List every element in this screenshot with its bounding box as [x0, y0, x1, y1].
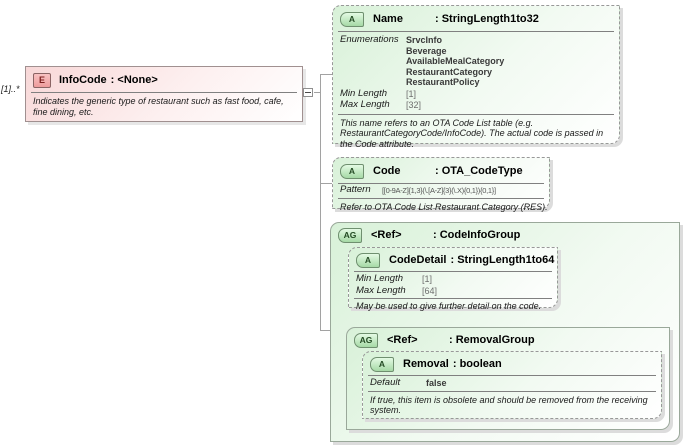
- element-box-infocode[interactable]: E InfoCode : <None> Indicates the generi…: [25, 66, 303, 122]
- attribute-group-icon: AG: [354, 332, 378, 348]
- facet-value: [1]: [406, 88, 417, 99]
- facet-row-min-length: Min Length [1]: [333, 88, 619, 100]
- divider: [338, 113, 614, 115]
- facet-label: Min Length: [356, 273, 404, 284]
- attrgroup-label: <Ref>: [387, 334, 418, 346]
- connector-line: [320, 330, 337, 331]
- facet-value: [64]: [422, 285, 438, 296]
- annotation-note: If true, this item is obsolete and shoul…: [370, 394, 648, 416]
- facet-row-enumerations: Enumerations SrvcInfo Beverage Available…: [333, 32, 619, 88]
- divider: [354, 298, 552, 299]
- attribute-box-name[interactable]: A Name : StringLength1to32 Enumerations …: [332, 5, 620, 149]
- attribute-type: : boolean: [452, 358, 502, 370]
- attrgroup-type: : RemovalGroup: [449, 334, 535, 346]
- divider: [338, 31, 614, 32]
- attribute-icon: A: [340, 11, 364, 27]
- enumeration-value: AvailableMealCategory: [406, 56, 505, 66]
- enumeration-values: SrvcInfo Beverage AvailableMealCategory …: [406, 35, 504, 88]
- attribute-icon: A: [370, 356, 394, 372]
- facet-row-max-length: Max Length [64]: [349, 285, 557, 297]
- facet-label: Min Length: [340, 87, 388, 99]
- attribute-header: A Code : OTA_CodeType: [333, 158, 549, 183]
- facet-row-default: Default false: [363, 376, 661, 389]
- attribute-label: Name: [373, 13, 403, 25]
- facet-value: [32]: [406, 100, 422, 110]
- facet-value: [1]: [422, 274, 433, 284]
- attribute-label: Code: [373, 165, 401, 177]
- annotation-note: Refer to OTA Code List Restaurant Catego…: [340, 201, 548, 212]
- facet-value: [[0-9A-Z]{1,3}(\.[A-Z]{3}(\.X){0,1}){0,1…: [382, 186, 496, 195]
- attribute-group-icon: AG: [338, 227, 362, 243]
- element-header: E InfoCode : <None>: [26, 67, 302, 92]
- connector-line: [314, 92, 320, 93]
- cardinality-label: [1]..*: [1, 84, 20, 94]
- facet-row-max-length: Max Length [32]: [333, 99, 619, 111]
- facet-value: false: [426, 378, 447, 388]
- collapse-minus-icon[interactable]: [303, 88, 313, 97]
- enumeration-value: SrvcInfo: [406, 35, 443, 45]
- attrgroup-type: : CodeInfoGroup: [433, 229, 521, 241]
- facet-label: Default: [370, 377, 401, 388]
- element-name: InfoCode: [59, 74, 107, 86]
- divider: [338, 183, 544, 184]
- attrgroup-label: <Ref>: [371, 229, 402, 241]
- element-annotation: Indicates the generic type of restaurant…: [33, 96, 284, 117]
- enumeration-value: RestaurantCategory: [406, 66, 493, 77]
- attribute-type: : OTA_CodeType: [435, 165, 523, 177]
- facet-label: Max Length: [356, 284, 406, 296]
- connector-line: [320, 74, 332, 75]
- annotation-note: May be used to give further detail on th…: [356, 301, 542, 311]
- facet-label: Max Length: [340, 99, 390, 110]
- facet-row-pattern: Pattern [[0-9A-Z]{1,3}(\.[A-Z]{3}(\.X){0…: [333, 184, 549, 197]
- facet-row-min-length: Min Length [1]: [349, 272, 557, 285]
- enumeration-value: Beverage: [406, 45, 447, 56]
- attribute-header: A Removal : boolean: [363, 352, 661, 375]
- divider: [368, 375, 656, 376]
- attribute-type: : StringLength1to64: [450, 254, 555, 266]
- attribute-header: A CodeDetail : StringLength1to64: [349, 248, 557, 271]
- attribute-icon: A: [356, 252, 380, 268]
- attribute-box-code[interactable]: A Code : OTA_CodeType Pattern [[0-9A-Z]{…: [332, 157, 550, 212]
- divider: [338, 197, 544, 199]
- attrgroup-header: AG <Ref> : CodeInfoGroup: [331, 223, 679, 246]
- attrgroup-header: AG <Ref> : RemovalGroup: [347, 328, 669, 351]
- attribute-label: Removal: [403, 358, 449, 370]
- facet-label: Pattern: [340, 184, 371, 195]
- divider: [354, 271, 552, 272]
- attribute-box-codedetail[interactable]: A CodeDetail : StringLength1to64 Min Len…: [348, 247, 558, 311]
- divider: [368, 390, 656, 392]
- facet-label: Enumerations: [340, 34, 399, 45]
- attribute-box-removal[interactable]: A Removal : boolean Default false If tru…: [362, 351, 662, 419]
- connector-line: [320, 74, 321, 331]
- annotation-note: This name refers to an OTA Code List tab…: [340, 117, 604, 149]
- attribute-icon: A: [340, 163, 364, 179]
- attribute-header: A Name : StringLength1to32: [333, 6, 619, 31]
- enumeration-value: RestaurantPolicy: [406, 77, 480, 87]
- attribute-type: : StringLength1to32: [435, 13, 539, 25]
- attribute-label: CodeDetail: [389, 254, 447, 266]
- element-type: : <None>: [110, 74, 158, 86]
- connector-line: [320, 183, 332, 184]
- divider: [31, 92, 297, 93]
- element-icon: E: [33, 72, 51, 88]
